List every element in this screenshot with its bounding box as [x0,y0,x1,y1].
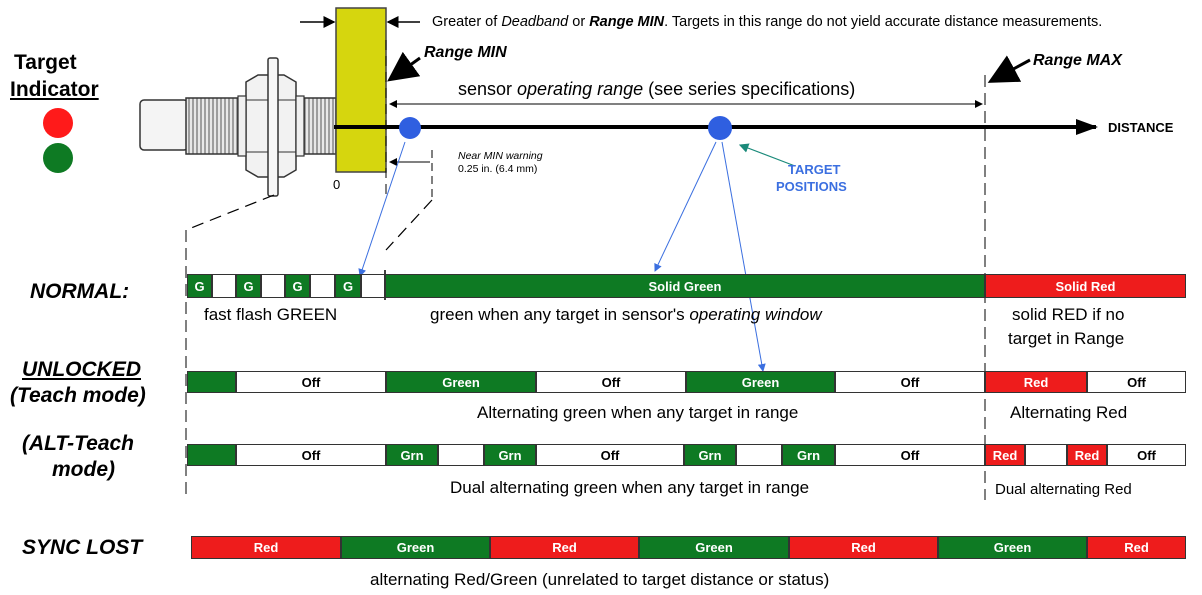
near-min-distance-label: 0.25 in. (6.4 mm) [458,163,538,175]
normal-flash-off-4 [361,274,385,298]
normal-flash-off-3 [310,274,335,298]
normal-flash-off-1 [212,274,236,298]
alt-seg-grn-3: Grn [684,444,736,466]
normal-caption-red-1: solid RED if no [1012,305,1125,324]
alt-seg-grn-1: Grn [386,444,438,466]
unlocked-seg-green-1: Green [386,371,536,393]
target-positions-label: TARGET [788,162,841,177]
target-mid-dot [708,116,732,140]
normal-caption-red-2: target in Range [1008,329,1125,348]
alt-teach-caption-green: Dual alternating green when any target i… [450,478,810,497]
alt-seg-off-1: Off [236,444,386,466]
alt-seg-gap-2 [736,444,782,466]
unlocked-seg-off-red: Off [1087,371,1186,393]
unlocked-caption-green: Alternating green when any target in ran… [477,403,799,422]
normal-caption-green: green when any target in sensor's operat… [430,305,822,324]
range-min-label: Range MIN [424,44,507,61]
zero-label: 0 [333,177,341,192]
sync-seg-1: Red [191,536,341,559]
unlocked-seg-red: Red [985,371,1087,393]
sync-seg-3: Red [490,536,639,559]
operating-range-label: sensor operating range (see series speci… [458,79,856,99]
near-min-warning-label: Near MIN warning [458,150,543,162]
indicator-green-light [43,143,73,173]
indicator-red-light [43,108,73,138]
normal-caption-flash: fast flash GREEN [204,305,338,324]
normal-solid-green: Solid Green [385,274,985,298]
unlocked-seg-green-0 [187,371,236,393]
alt-seg-gap-red [1025,444,1067,466]
indicator-subtitle: Indicator [10,78,99,101]
unlocked-seg-green-2: Green [686,371,835,393]
range-max-label: Range MAX [1033,52,1122,69]
normal-flash-off-2 [261,274,285,298]
alt-seg-gap-1 [438,444,484,466]
alt-teach-row-sublabel: mode) [52,458,115,481]
normal-flash-g-4: G [335,274,361,298]
alt-seg-green-0 [187,444,236,466]
alt-seg-red-1: Red [985,444,1025,466]
distance-label: DISTANCE [1108,120,1174,135]
deadband-note: Greater of Deadband or Range MIN. Target… [432,14,1103,30]
deadband-zone [335,7,387,173]
unlocked-row-sublabel: (Teach mode) [10,384,146,407]
unlocked-seg-off-3: Off [835,371,985,393]
alt-seg-off-red: Off [1107,444,1186,466]
unlocked-seg-off-1: Off [236,371,386,393]
normal-flash-g-2: G [236,274,261,298]
unlocked-caption-red: Alternating Red [1010,403,1128,422]
normal-solid-red: Solid Red [985,274,1186,298]
unlocked-row-label: UNLOCKED [22,358,141,381]
normal-row-label: NORMAL: [30,280,130,303]
alt-seg-grn-2: Grn [484,444,536,466]
sync-seg-5: Red [789,536,938,559]
alt-teach-row-label: (ALT-Teach [22,432,135,455]
sync-seg-7: Red [1087,536,1186,559]
sync-seg-4: Green [639,536,789,559]
sync-seg-6: Green [938,536,1087,559]
sensor-body [139,57,337,197]
alt-seg-off-2: Off [536,444,684,466]
alt-seg-off-3: Off [835,444,985,466]
alt-seg-grn-4: Grn [782,444,835,466]
alt-seg-red-2: Red [1067,444,1107,466]
normal-flash-g-3: G [285,274,310,298]
sync-lost-row-label: SYNC LOST [22,536,143,559]
unlocked-seg-off-2: Off [536,371,686,393]
target-positions-label-2: POSITIONS [776,179,847,194]
sync-seg-2: Green [341,536,490,559]
target-near-dot [399,117,421,139]
sync-lost-caption: alternating Red/Green (unrelated to targ… [370,570,830,589]
alt-teach-caption-red: Dual alternating Red [995,481,1132,498]
indicator-title: Target [14,51,77,74]
normal-flash-g-1: G [187,274,212,298]
